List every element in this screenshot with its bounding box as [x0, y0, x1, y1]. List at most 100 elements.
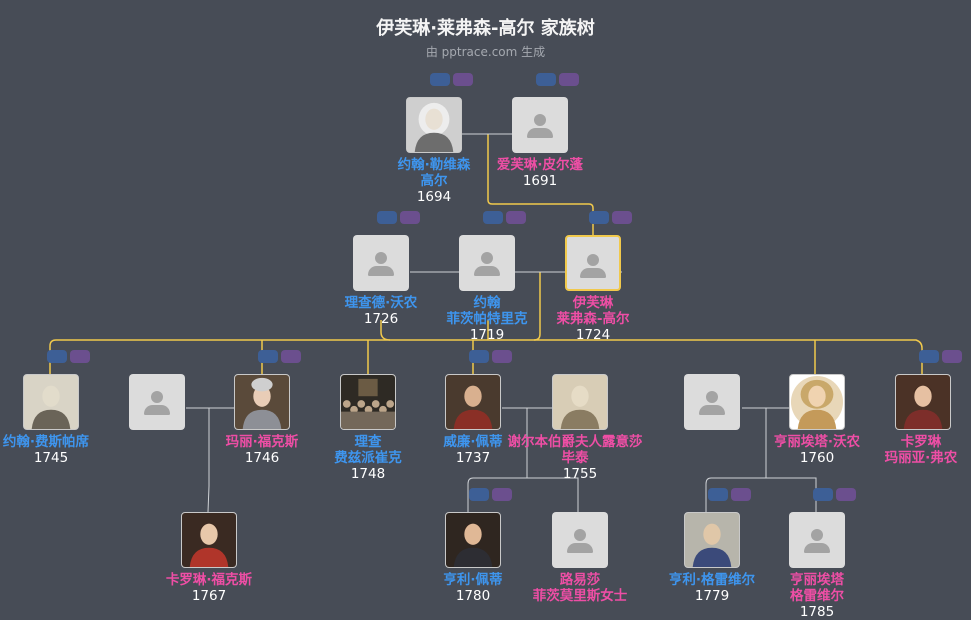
- avatar-placeholder-icon: [481, 252, 493, 264]
- parent-pill[interactable]: [492, 350, 512, 363]
- parent-pill[interactable]: [612, 211, 632, 224]
- person-name: 卡罗琳·福克斯: [165, 572, 253, 588]
- page-title: 伊芙琳·莱弗森-高尔 家族树: [376, 18, 595, 39]
- spouse-pill[interactable]: [483, 211, 503, 224]
- person-birth-year: 1746: [244, 450, 280, 466]
- avatar-placeholder-body: [368, 266, 394, 276]
- person-name: 约翰·费斯帕席: [2, 434, 90, 450]
- person-card[interactable]: [789, 512, 845, 568]
- person-name: 路易莎: [559, 572, 601, 588]
- person-card[interactable]: [565, 235, 621, 291]
- person-name: 玛丽亚·弗农: [884, 450, 958, 466]
- portrait-sketch-image: [553, 375, 607, 429]
- person-name: 爱芙琳·皮尔蓬: [496, 157, 584, 173]
- avatar-placeholder-body: [699, 405, 725, 415]
- portrait-lady-red-image: [182, 513, 236, 567]
- spouse-pill[interactable]: [536, 73, 556, 86]
- avatar-placeholder-icon: [574, 529, 586, 541]
- person-name: 卡罗琳: [900, 434, 942, 450]
- parent-pill[interactable]: [506, 211, 526, 224]
- spouse-pill[interactable]: [919, 350, 939, 363]
- portrait-lady-dark-image: [896, 375, 950, 429]
- parent-pill[interactable]: [281, 350, 301, 363]
- avatar-placeholder-body: [144, 405, 170, 415]
- parent-pill[interactable]: [400, 211, 420, 224]
- person-card[interactable]: [459, 235, 515, 291]
- portrait-lady-grey-image: [235, 375, 289, 429]
- portrait-engraving-image: [24, 375, 78, 429]
- spouse-pill[interactable]: [708, 488, 728, 501]
- person-name: 费兹派崔克: [334, 450, 402, 466]
- person-card[interactable]: [789, 374, 845, 430]
- person-card[interactable]: [234, 374, 290, 430]
- person-birth-year: 1779: [694, 588, 730, 604]
- portrait-man-blue-image: [685, 513, 739, 567]
- avatar-placeholder-body: [527, 128, 553, 138]
- parent-pill[interactable]: [836, 488, 856, 501]
- person-birth-year: 1694: [416, 189, 452, 205]
- person-card[interactable]: [340, 374, 396, 430]
- avatar-placeholder-icon: [706, 391, 718, 403]
- avatar-placeholder-icon: [587, 254, 599, 266]
- person-name: 玛丽·福克斯: [225, 434, 299, 450]
- person-name: 亨利·佩蒂: [443, 572, 503, 588]
- person-card[interactable]: [23, 374, 79, 430]
- spouse-pill[interactable]: [430, 73, 450, 86]
- person-card[interactable]: [512, 97, 568, 153]
- person-card[interactable]: [445, 374, 501, 430]
- parent-pill[interactable]: [453, 73, 473, 86]
- page-subtitle: 由 pptrace.com 生成: [425, 45, 546, 59]
- avatar-placeholder-body: [804, 543, 830, 553]
- person-birth-year: 1755: [562, 466, 598, 482]
- person-name: 毕泰: [561, 450, 589, 466]
- person-card[interactable]: [895, 374, 951, 430]
- avatar-placeholder-body: [580, 268, 606, 278]
- person-name: 亨丽埃塔: [790, 572, 844, 588]
- person-birth-year: 1767: [191, 588, 227, 604]
- spouse-pill[interactable]: [47, 350, 67, 363]
- person-card[interactable]: [684, 374, 740, 430]
- person-birth-year: 1726: [363, 311, 399, 327]
- person-card[interactable]: [684, 512, 740, 568]
- person-birth-year: 1745: [33, 450, 69, 466]
- person-card[interactable]: [406, 97, 462, 153]
- person-birth-year: 1785: [799, 604, 835, 620]
- header: 伊芙琳·莱弗森-高尔 家族树 由 pptrace.com 生成: [0, 16, 971, 61]
- spouse-pill[interactable]: [469, 350, 489, 363]
- spouse-pill[interactable]: [258, 350, 278, 363]
- person-birth-year: 1737: [455, 450, 491, 466]
- person-birth-year: 1748: [350, 466, 386, 482]
- person-card[interactable]: [445, 512, 501, 568]
- person-birth-year: 1719: [469, 327, 505, 343]
- spouse-pill[interactable]: [589, 211, 609, 224]
- person-name: 理查: [354, 434, 382, 450]
- person-name: 菲茨莫里斯女士: [532, 588, 628, 604]
- person-name: 理查德·沃农: [344, 295, 418, 311]
- spouse-pill[interactable]: [469, 488, 489, 501]
- person-card[interactable]: [552, 374, 608, 430]
- person-name: 约翰·勒维森: [397, 157, 471, 173]
- person-birth-year: 1724: [575, 327, 611, 343]
- parent-pill[interactable]: [70, 350, 90, 363]
- spouse-pill[interactable]: [813, 488, 833, 501]
- person-card[interactable]: [129, 374, 185, 430]
- parent-pill[interactable]: [559, 73, 579, 86]
- parent-pill[interactable]: [492, 488, 512, 501]
- avatar-placeholder-body: [474, 266, 500, 276]
- person-name: 高尔: [420, 173, 448, 189]
- avatar-placeholder-icon: [151, 391, 163, 403]
- spouse-pill[interactable]: [377, 211, 397, 224]
- parent-pill[interactable]: [942, 350, 962, 363]
- person-name: 伊芙琳: [572, 295, 614, 311]
- person-card[interactable]: [552, 512, 608, 568]
- person-name: 约翰: [473, 295, 501, 311]
- portrait-male-wig-image: [407, 98, 461, 152]
- person-birth-year: 1691: [522, 173, 558, 189]
- person-birth-year: 1760: [799, 450, 835, 466]
- person-card[interactable]: [181, 512, 237, 568]
- person-card[interactable]: [353, 235, 409, 291]
- parent-pill[interactable]: [731, 488, 751, 501]
- avatar-placeholder-body: [567, 543, 593, 553]
- person-name: 莱弗森-高尔: [556, 311, 630, 327]
